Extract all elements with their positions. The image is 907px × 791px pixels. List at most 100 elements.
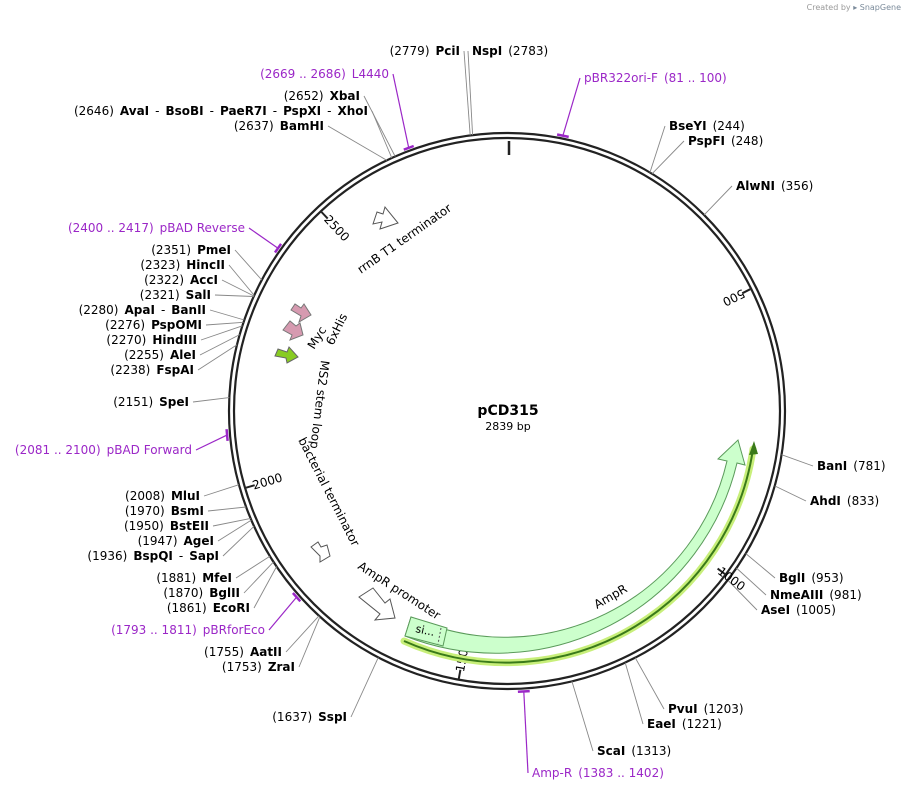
6xhis-tag-arrow <box>282 320 304 341</box>
pvui-label-part: (1203) <box>704 702 744 716</box>
bani-label-part: BanI <box>817 459 847 473</box>
avai-label-part: - <box>273 104 277 118</box>
apai-label-part: (2280) <box>79 303 119 317</box>
tick-1500 <box>457 669 462 679</box>
amp-r-label: Amp-R(1383 .. 1402) <box>532 766 664 780</box>
apai-label-part: ApaI <box>124 303 154 317</box>
ahdi-label: AhdI(833) <box>810 494 879 508</box>
avai-label-part: BsoBI <box>165 104 203 118</box>
bsmi-label: (1970)BsmI <box>125 504 204 518</box>
aatii-leader-line <box>285 615 320 653</box>
pspomi-label: (2276)PspOMI <box>105 318 202 332</box>
bglii-label-part: BglII <box>209 586 240 600</box>
mlui-leader-line <box>203 484 240 497</box>
ampr-promoter-arrow <box>358 587 396 621</box>
alwni-leader-line <box>703 185 733 216</box>
scai-label: ScaI(1313) <box>597 744 671 758</box>
acci-leader-line <box>221 279 255 297</box>
aatii-label-part: AatII <box>250 645 282 659</box>
bsmi-leader-line <box>207 506 247 512</box>
sspi-label-part: (1637) <box>272 710 312 724</box>
credit-prefix: Created by <box>806 3 851 12</box>
bspqi-label-part: BspQI <box>133 549 173 563</box>
nspi-leader-line <box>467 50 474 136</box>
bamhi-leader-line <box>327 125 388 161</box>
sali-label-part: (2321) <box>140 288 180 302</box>
spei-label-part: SpeI <box>159 395 189 409</box>
sali-label: (2321)SalI <box>140 288 211 302</box>
pbad-reverse-label-part: (2400 .. 2417) <box>68 221 154 235</box>
bseyi-leader-line <box>649 125 666 173</box>
nspi-label: NspI(2783) <box>472 44 548 58</box>
alei-label-part: (2255) <box>124 348 164 362</box>
bamhi-label-part: (2637) <box>234 119 274 133</box>
avai-label-part: PspXI <box>283 104 321 118</box>
bseyi-label-part: (244) <box>713 119 745 133</box>
l4440-primer-mark <box>403 144 415 151</box>
nspi-label-part: (2783) <box>508 44 548 58</box>
amp-r-primer-mark <box>517 689 530 694</box>
bglii-label-part: (1870) <box>163 586 203 600</box>
pspfi-label: PspFI(248) <box>688 134 763 148</box>
pbr322ori-f-label-part: (81 .. 100) <box>664 71 727 85</box>
pbrforeco-primer-mark <box>291 592 302 603</box>
bamhi-label: (2637)BamHI <box>234 119 324 133</box>
apai-label: (2280)ApaI-BanII <box>79 303 206 317</box>
sali-leader-line <box>214 294 254 297</box>
hincii-label: (2323)HincII <box>140 258 225 272</box>
pbad-forward-label-part: (2081 .. 2100) <box>15 443 101 457</box>
mlui-label: (2008)MluI <box>125 489 200 503</box>
tick-500 <box>741 288 751 295</box>
bsmi-label-part: (1970) <box>125 504 165 518</box>
bgli-label-part: BglI <box>779 571 805 585</box>
pbad-reverse-label-part: pBAD Reverse <box>160 221 245 235</box>
zrai-label-part: ZraI <box>268 660 295 674</box>
zrai-label: (1753) ZraI <box>222 660 295 674</box>
scai-label-part: ScaI <box>597 744 625 758</box>
rrnb-t1-terminator-arrow <box>372 205 399 230</box>
zrai-label-part: (1753) <box>222 660 262 674</box>
fspai-label-part: (2238) <box>110 363 150 377</box>
pcii-label-part: PciI <box>436 44 461 58</box>
l4440-label-part: L4440 <box>352 67 389 81</box>
sspi-leader-line <box>350 657 379 718</box>
bspqi-label-part: (1936) <box>87 549 127 563</box>
alwni-label: AlwNI(356) <box>736 179 813 193</box>
apai-leader-line <box>209 309 245 321</box>
ahdi-label-part: AhdI <box>810 494 841 508</box>
pcii-label-part: (2779) <box>390 44 430 58</box>
pbr322ori-f-label-part: pBR322ori-F <box>584 71 658 85</box>
xbai-label: (2652)XbaI <box>284 89 360 103</box>
ecori-leader-line <box>253 566 277 609</box>
avai-label-part: PaeR7I <box>220 104 267 118</box>
sspi-label: (1637) SspI <box>272 710 347 724</box>
pbr322ori-f-primer-mark <box>556 133 569 139</box>
asei-label-part: (1005) <box>796 603 836 617</box>
ecori-label: (1861)EcoRI <box>167 601 250 615</box>
aatii-label-part: (1755) <box>204 645 244 659</box>
pcii-label: (2779) PciI <box>390 44 460 58</box>
agei-label-part: AgeI <box>184 534 214 548</box>
6xhis-label: 6xHis <box>323 311 350 347</box>
hincii-leader-line <box>228 264 255 296</box>
bglii-leader-line <box>243 561 274 594</box>
pspomi-leader-line <box>205 321 244 326</box>
acci-label-part: AccI <box>190 273 218 287</box>
eaei-label-part: (1221) <box>682 717 722 731</box>
acci-label: (2322)AccI <box>144 273 218 287</box>
apai-label-part: BanII <box>171 303 206 317</box>
agei-label-part: (1947) <box>138 534 178 548</box>
pspfi-label-part: (248) <box>731 134 763 148</box>
alwni-label-part: (356) <box>781 179 813 193</box>
avai-label-part: - <box>327 104 331 118</box>
bspqi-label-part: SapI <box>189 549 219 563</box>
ecori-label-part: EcoRI <box>213 601 250 615</box>
sspi-label-part: SspI <box>318 710 347 724</box>
bglii-label: (1870) BglII <box>163 586 240 600</box>
ms2-stem-loop-arrow <box>274 346 299 364</box>
pbrforeco-label-part: pBRforEco <box>203 623 265 637</box>
mfei-label-part: MfeI <box>202 571 232 585</box>
hindiii-label-part: (2270) <box>106 333 146 347</box>
bani-leader-line <box>781 454 814 467</box>
